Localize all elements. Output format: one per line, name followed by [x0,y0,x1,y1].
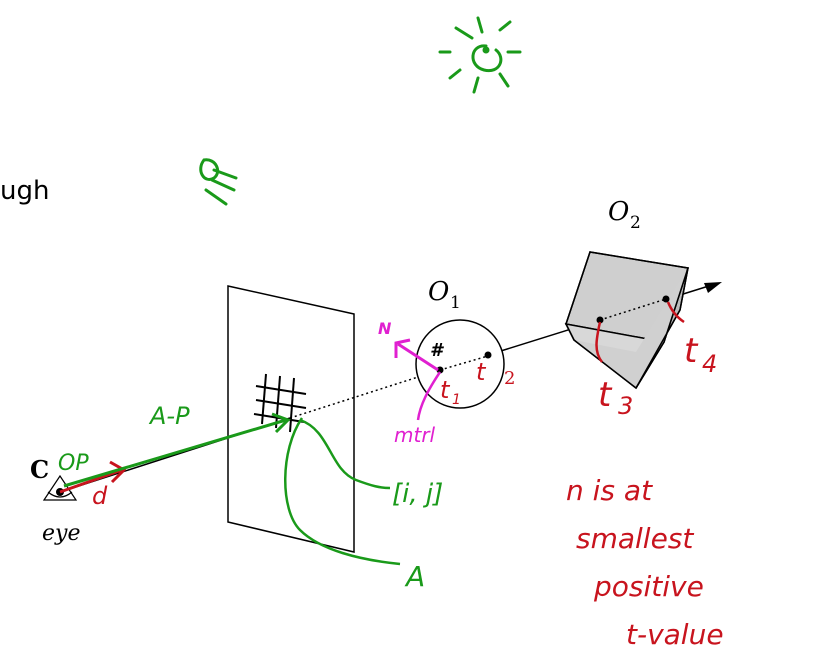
t2-label: t [476,358,487,386]
a-minus-p-label: A-P [148,402,190,430]
object1-subscript: 1 [450,293,461,313]
ray-occluded [289,369,441,419]
material-leader [416,371,442,421]
object1-label: O [428,277,449,307]
normal-vector [397,342,439,372]
hit-point-t4 [662,295,670,303]
direction-arrowhead [109,460,127,484]
op-label: OP [58,451,89,476]
note-line-1: n is at [566,474,653,507]
t4-label: t [684,331,699,371]
t2-subscript: 2 [504,368,515,389]
note-line-3: positive [593,570,704,603]
a-minus-p-arrowhead [271,412,291,434]
t3-label: t [598,375,613,415]
t3-subscript: 3 [618,392,633,420]
t4-subscript: 4 [702,350,717,378]
t1-subscript: 1 [452,392,461,408]
pixel-index-leader [299,418,391,490]
cube-o2 [564,251,689,390]
pixel-grid [253,373,307,433]
a-label: A [404,560,425,593]
note-line-2: smallest [576,522,694,555]
hash-mark: # [430,340,445,361]
t3-leader [595,321,604,363]
ray-inside-cube [599,298,667,321]
direction-vector [59,468,123,494]
sun-icon [438,16,522,94]
normal-arrowhead [394,338,411,358]
t4-leader [666,301,685,324]
hit-point-t1 [436,366,444,374]
lamp-icon [199,158,238,206]
eye-label: eye [42,521,80,546]
note-smallest-t: n is at smallest positive t-value [566,474,724,651]
partial-slide-text: ugh [0,176,50,206]
hit-point-t3 [596,316,604,324]
a-minus-p-vector [63,418,287,488]
a-leader [284,417,401,566]
ray-inside-sphere [439,355,489,371]
normal-label: N [378,319,392,338]
material-label: mtrl [394,423,436,447]
ray-arrowhead [704,282,722,293]
direction-label: d [92,482,108,510]
camera-label: C [30,455,49,484]
hit-point-t2 [484,351,492,359]
object2-subscript: 2 [630,213,641,233]
pixel-index-label: [i, j] [392,479,443,509]
note-line-4: t-value [626,618,724,651]
object2-label: O [608,197,629,227]
t1-label: t [440,376,451,404]
